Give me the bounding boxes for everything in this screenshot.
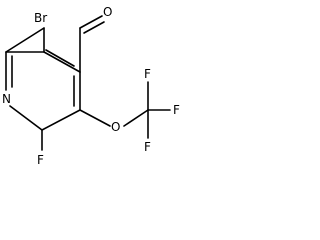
bond-o-cf3 (123, 109, 149, 127)
bond-c4-c5-inner (45, 49, 75, 67)
bond-cho-o (79, 15, 103, 29)
atom-label-fluorine-ring: F (37, 153, 44, 167)
atom-label-nitrogen: N (2, 92, 11, 106)
atom-label-bromine: Br (34, 11, 47, 25)
atom-label-oxygen-ether: O (111, 120, 120, 134)
bond-c5-c6 (5, 27, 45, 53)
atom-label-fluorine-bottom: F (144, 140, 151, 154)
structure-canvas: Br O N F O F F F (0, 0, 188, 178)
bond-c2-c3 (41, 109, 81, 131)
bond-cho-o-double (83, 21, 105, 34)
bond-n1-c2 (9, 105, 43, 131)
atom-label-fluorine-right: F (173, 103, 180, 117)
atom-label-fluorine-top: F (144, 67, 151, 81)
bond-c3-o (79, 109, 111, 127)
molecule-structure: Br O N F O F F F (2, 5, 180, 167)
atom-label-oxygen-aldehyde: O (103, 5, 112, 19)
bond-c4-c5 (43, 51, 81, 73)
